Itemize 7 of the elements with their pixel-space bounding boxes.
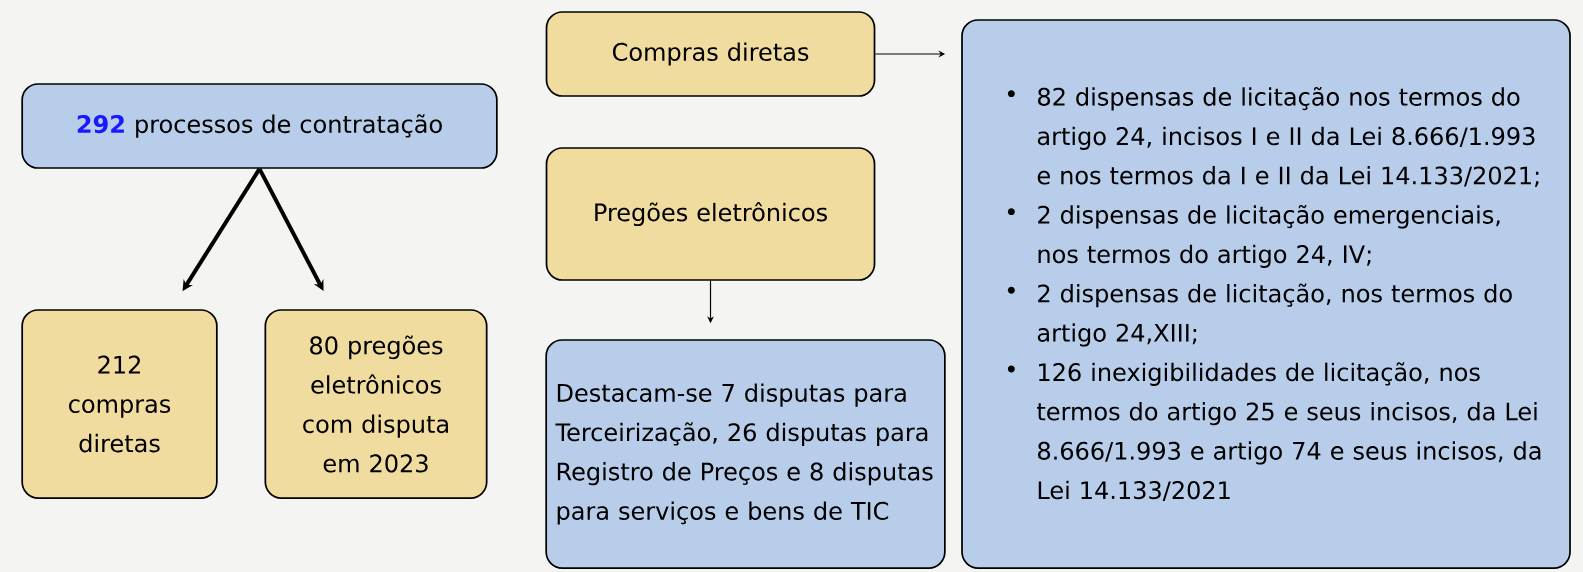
process-box: 292 processos de contratação (21, 83, 498, 169)
process-box: Compras diretas (545, 11, 876, 97)
category-box: 212 compras diretas (21, 309, 218, 499)
process-box: Pregões eletrônicos (545, 147, 876, 281)
category-box: 80 pregões eletrônicos com disputa em 2023 (264, 309, 488, 499)
list-box: 82 dispensas de licitação nos termos do artigo 24, incisos I e II da Lei 8.666/1.993 e nos termos da I e II da Lei 14.133/2021; 2 dispensas de licitação emergenciais, nos termos do artigo 24, IV; 2 dispensas de licitação, nos termos do artigo 24,XIII; 126 inexigibilidades de licitação, nos termos do artigo 25 e seus incisos, da Lei 8.666/1.993 e artigo 74 e seus incisos, da Lei 14.133/2021 (961, 19, 1571, 569)
note-box: Destacam-se 7 disputas para Terceirização, 26 disputas para Registro de Preços e 8 disputas para serviços e bens de TIC (545, 339, 946, 569)
